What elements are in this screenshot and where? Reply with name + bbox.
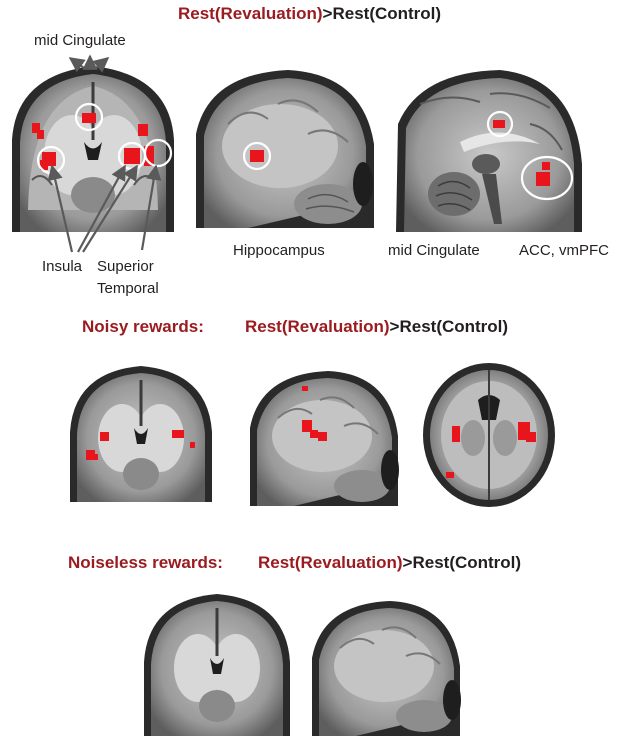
panel3-contrast-red: Rest(Revaluation) [258, 553, 403, 572]
label-mid-cingulate-top: mid Cingulate [34, 32, 126, 49]
label-mid-cingulate-bottom: mid Cingulate [388, 242, 480, 259]
panel2-contrast-red: Rest(Revaluation) [245, 317, 390, 336]
panel2-condition: Noisy rewards: [82, 317, 204, 336]
sagittal-brain-image-3 [306, 596, 466, 736]
sagittal-brain-image-1 [188, 64, 380, 228]
label-hippocampus: Hippocampus [233, 242, 325, 259]
label-superior: Superior [97, 258, 154, 275]
label-insula: Insula [42, 258, 83, 275]
panel2-contrast-sep: > [389, 317, 400, 336]
coronal-brain-image-3 [138, 590, 296, 736]
panel3-condition: Noiseless rewards: [68, 553, 223, 572]
axial-brain-image-2 [418, 360, 560, 510]
panel1-contrast-black: Rest(Control) [332, 4, 442, 23]
sagittal-brain-image-2 [244, 366, 404, 506]
panel3-contrast-sep: > [402, 553, 413, 572]
label-temporal: Temporal [97, 280, 159, 297]
panel1-title: Rest(Revaluation)>Rest(Control) [178, 4, 441, 24]
panel2-title: Noisy rewards: [82, 317, 204, 337]
panel2-contrast-black: Rest(Control) [399, 317, 509, 336]
panel3-contrast: Rest(Revaluation)>Rest(Control) [258, 553, 521, 573]
panel1-contrast-sep: > [322, 4, 333, 23]
panel3-title: Noiseless rewards: [68, 553, 223, 573]
panel3-contrast-black: Rest(Control) [412, 553, 522, 572]
panel2-contrast: Rest(Revaluation)>Rest(Control) [245, 317, 508, 337]
annotation-arrows [47, 54, 162, 253]
panel1-contrast-red: Rest(Revaluation) [178, 4, 323, 23]
medial-brain-image-1 [390, 64, 586, 232]
coronal-brain-image-2 [64, 362, 218, 502]
label-acc-vmpfc: ACC, vmPFC [519, 242, 609, 259]
